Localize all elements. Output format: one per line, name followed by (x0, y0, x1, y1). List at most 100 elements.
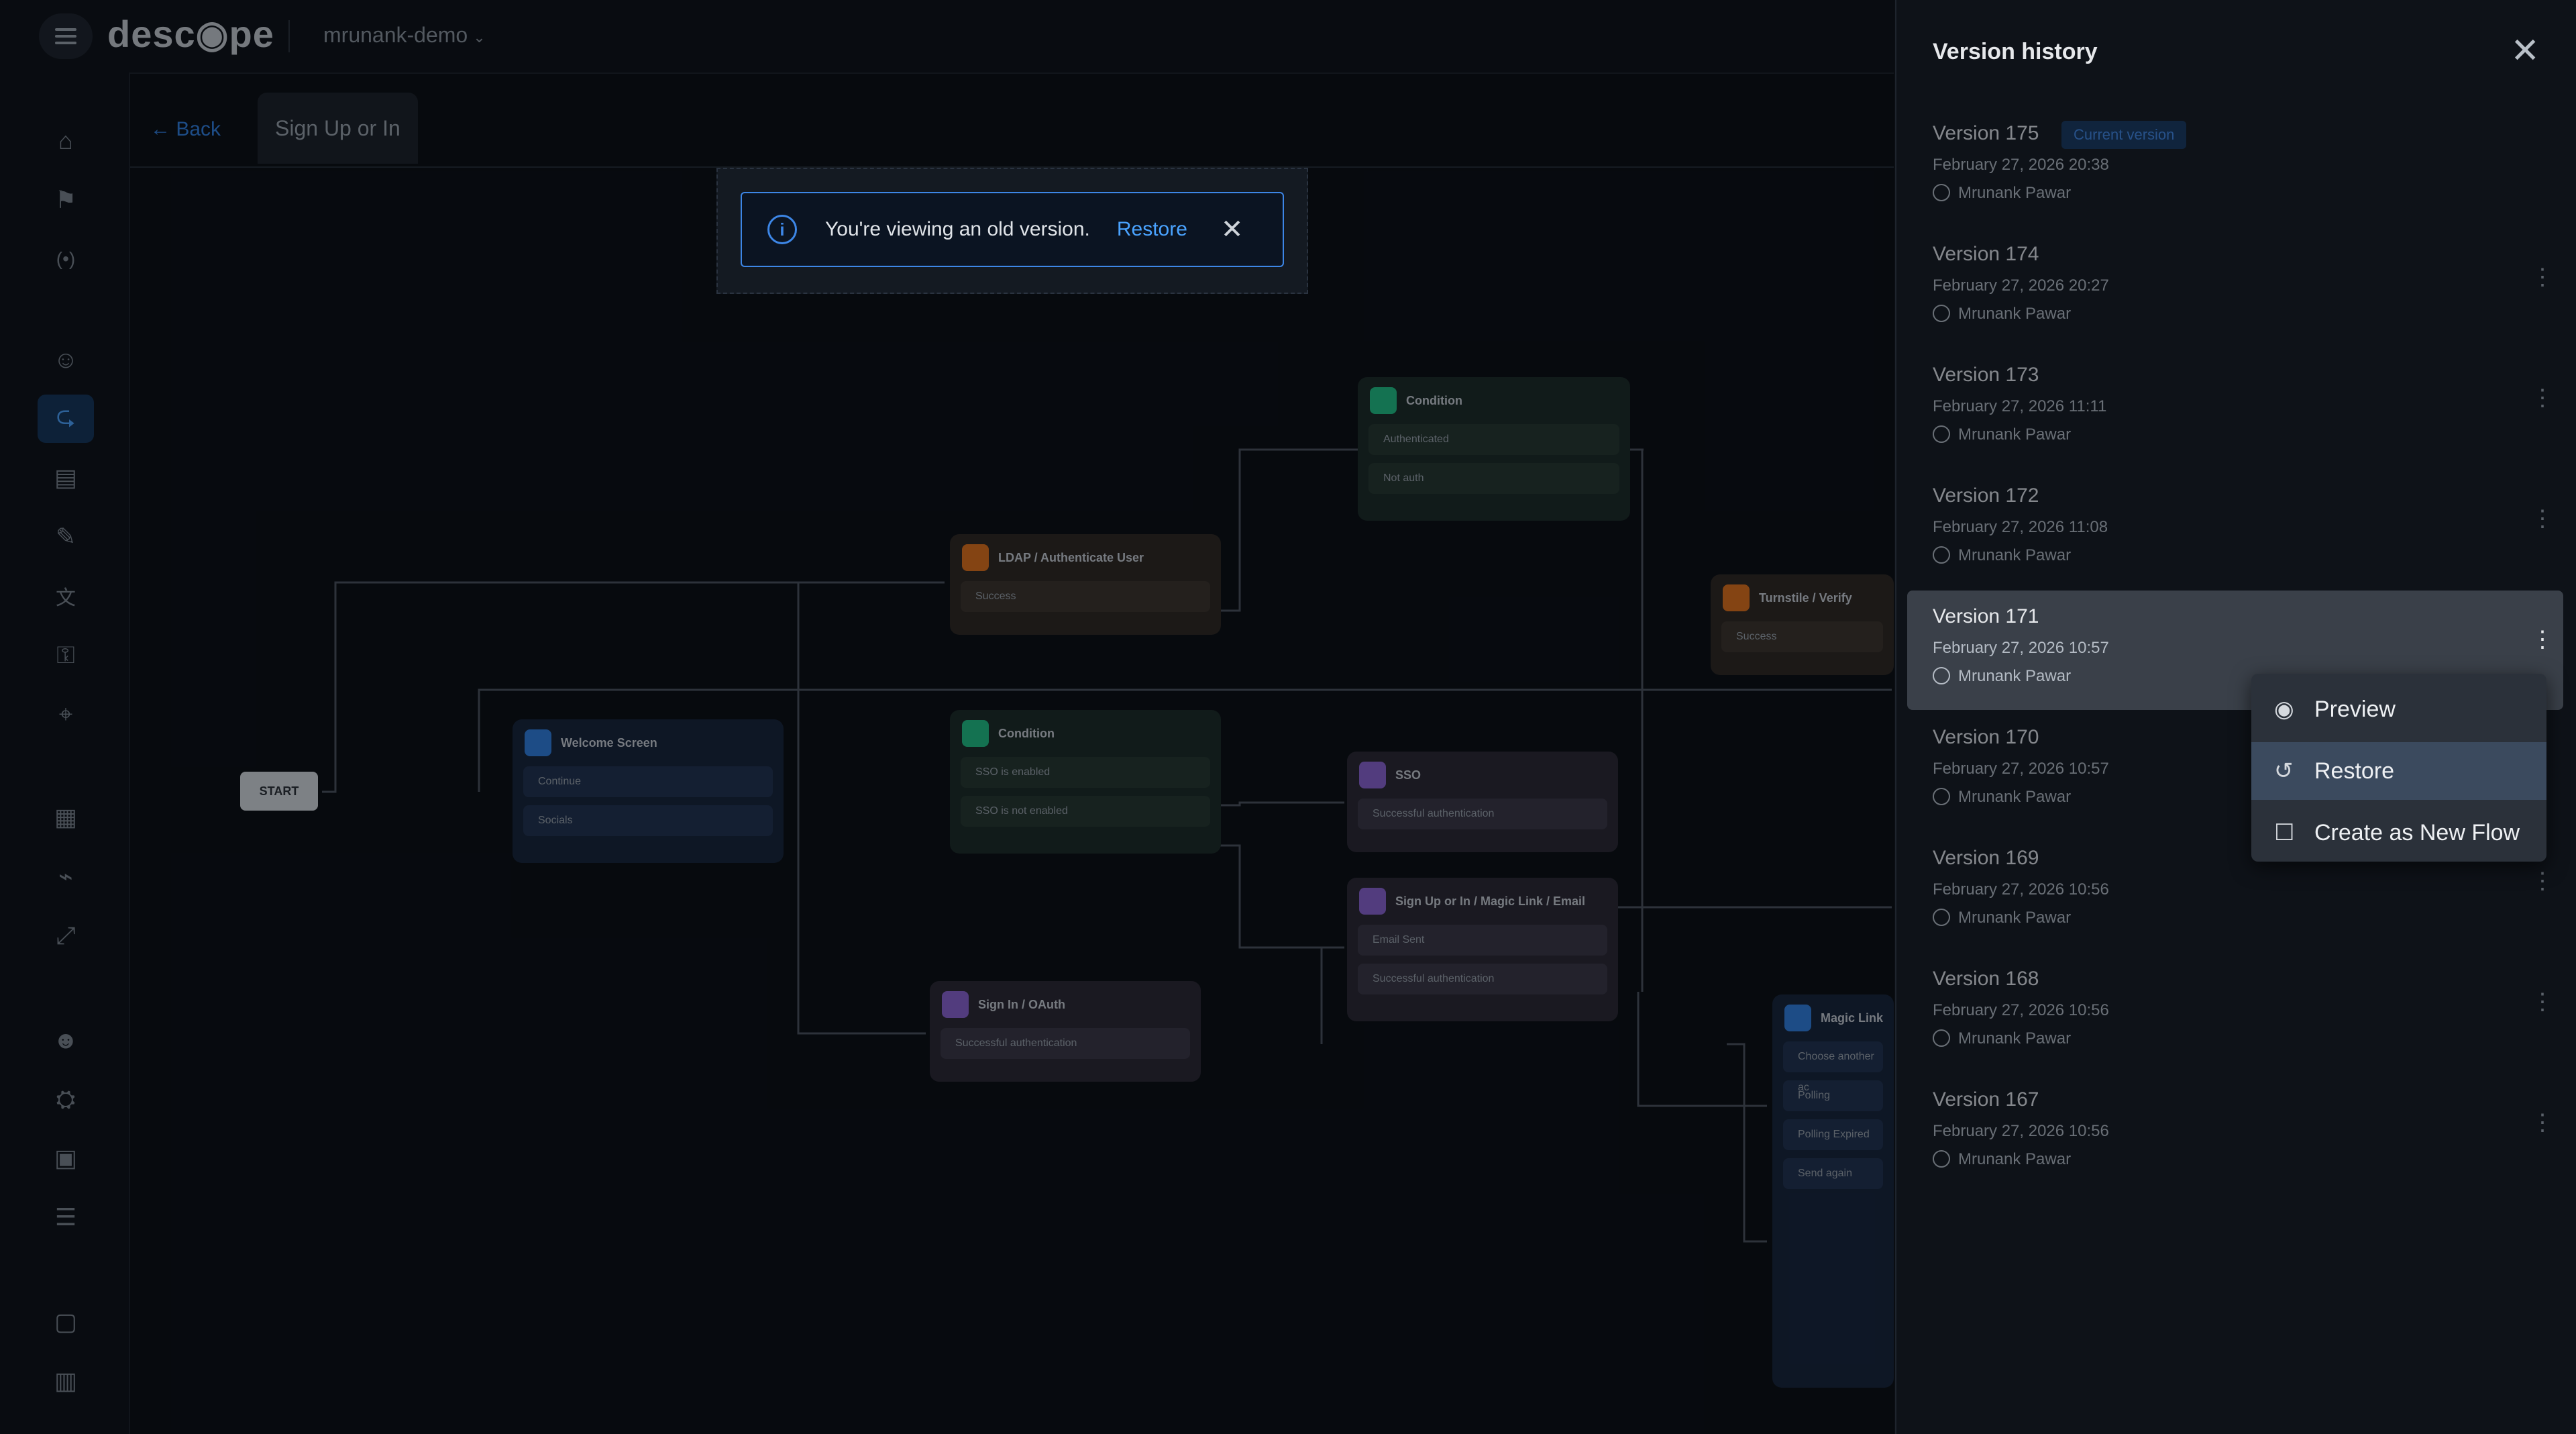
condition-node-auth[interactable]: Condition Authenticated Not auth (1358, 377, 1630, 521)
menu-item-label: Restore (2314, 758, 2395, 784)
user-icon (1933, 184, 1950, 201)
magic-link-node[interactable]: Magic Link Choose another ac Polling Pol… (1772, 994, 1894, 1388)
back-link[interactable]: ← Back (150, 118, 221, 140)
version-item-175[interactable]: Version 175 Current version February 27,… (1907, 107, 2563, 227)
version-date: February 27, 2026 11:08 (1933, 518, 2108, 536)
magic-link-icon (1359, 888, 1386, 915)
lock-icon[interactable]: ⚿ (56, 640, 75, 668)
menu-item-restore[interactable]: ↺ Restore (2251, 742, 2546, 800)
user-icon (1933, 546, 1950, 564)
more-options-icon[interactable]: ⋮ (2531, 989, 2554, 1015)
condition-node-sso[interactable]: Condition SSO is enabled SSO is not enab… (950, 710, 1221, 854)
node-output[interactable]: Authenticated (1368, 424, 1619, 455)
building-icon[interactable]: ▥ (54, 1367, 77, 1394)
node-output[interactable]: Continue (523, 766, 773, 797)
folder-icon[interactable]: ▢ (54, 1308, 77, 1335)
menu-item-preview[interactable]: ◉ Preview (2251, 680, 2546, 738)
node-output[interactable]: Not auth (1368, 463, 1619, 494)
brush-icon[interactable]: ✎ (55, 523, 76, 550)
more-options-icon[interactable]: ⋮ (2531, 385, 2554, 411)
node-output[interactable]: Email Sent (1358, 925, 1607, 956)
more-options-icon[interactable]: ⋮ (2531, 1110, 2554, 1135)
more-options-icon[interactable]: ⋮ (2531, 506, 2554, 531)
version-item-173[interactable]: Version 173 February 27, 2026 11:11 Mrun… (1907, 349, 2563, 468)
list-icon[interactable]: ☰ (54, 1203, 77, 1231)
version-item-170[interactable]: Version 170 February 27, 2026 10:57 Mrun… (1907, 711, 2563, 831)
flow-canvas[interactable]: START Condition Authenticated Not auth L… (130, 168, 1894, 1434)
version-author: Mrunank Pawar (1933, 909, 2071, 927)
start-node[interactable]: START (240, 772, 318, 811)
connector (1213, 448, 1359, 612)
hamburger-menu-icon[interactable] (39, 13, 93, 59)
version-item-172[interactable]: Version 172 February 27, 2026 11:08 Mrun… (1907, 470, 2563, 589)
node-output[interactable]: SSO is not enabled (961, 796, 1210, 827)
old-version-banner: i You're viewing an old version. Restore… (741, 192, 1284, 267)
node-output[interactable]: Successful authentication (941, 1028, 1190, 1059)
project-selector[interactable]: mrunank-demo⌄ (323, 23, 486, 48)
version-date: February 27, 2026 20:27 (1933, 276, 2109, 295)
user-icon (1933, 788, 1950, 805)
node-title: Magic Link (1821, 1011, 1884, 1025)
access-keys-icon[interactable]: ▣ (54, 1144, 77, 1172)
connector-icon[interactable]: ⌖ (58, 699, 73, 727)
restore-file-icon: ↺ (2274, 758, 2294, 784)
node-output[interactable]: Choose another ac (1783, 1041, 1883, 1093)
user-icon (1933, 1150, 1950, 1168)
screen-icon (1784, 1005, 1811, 1031)
user-icon (1933, 305, 1950, 322)
node-output[interactable]: Successful authentication (1358, 799, 1607, 829)
node-output[interactable]: Success (961, 581, 1210, 612)
flag-icon[interactable]: ⚑ (54, 186, 77, 213)
more-options-icon[interactable]: ⋮ (2531, 627, 2554, 652)
condition-icon (1370, 387, 1397, 414)
version-author: Mrunank Pawar (1933, 1150, 2071, 1169)
node-output[interactable]: SSO is enabled (961, 757, 1210, 788)
menu-item-create-new-flow[interactable]: ☐ Create as New Flow (2251, 804, 2546, 862)
screens-icon[interactable]: ▤ (54, 464, 77, 491)
version-item-171[interactable]: Version 171 February 27, 2026 10:57 Mrun… (1907, 591, 2563, 710)
plug-icon[interactable]: ⌁ (58, 862, 73, 890)
home-icon[interactable]: ⌂ (58, 127, 73, 154)
descope-logo[interactable]: desc◉pe (107, 13, 274, 55)
node-output[interactable]: Success (1721, 621, 1883, 652)
node-output[interactable]: Socials (523, 805, 773, 836)
panel-title: Version history (1933, 39, 2098, 64)
version-name: Version 173 (1933, 364, 2039, 386)
ldap-icon (962, 544, 989, 571)
user-icon (1933, 425, 1950, 443)
more-options-icon[interactable]: ⋮ (2531, 868, 2554, 894)
user-key-icon[interactable]: ☺ (53, 346, 78, 373)
broadcast-icon[interactable]: (•) (56, 248, 76, 269)
version-item-174[interactable]: Version 174 February 27, 2026 20:27 Mrun… (1907, 228, 2563, 348)
more-options-icon[interactable]: ⋮ (2531, 264, 2554, 290)
roles-icon[interactable]: ⛭ (56, 1084, 76, 1113)
version-item-169[interactable]: Version 169 February 27, 2026 10:56 Mrun… (1907, 832, 2563, 952)
turnstile-node[interactable]: Turnstile / Verify Success (1711, 574, 1894, 675)
info-icon: i (767, 215, 797, 244)
node-output[interactable]: Polling Expired (1783, 1119, 1883, 1150)
sso-node[interactable]: SSO Successful authentication (1347, 752, 1618, 852)
apps-icon[interactable]: ▦ (54, 803, 77, 831)
users-icon[interactable]: ☻ (53, 1026, 78, 1054)
close-icon[interactable]: ✕ (1220, 215, 1244, 244)
connector (1213, 844, 1344, 949)
close-icon[interactable]: ✕ (2510, 32, 2540, 70)
node-output[interactable]: Send again (1783, 1158, 1883, 1189)
menu-item-label: Create as New Flow (2314, 819, 2520, 846)
magic-link-email-node[interactable]: Sign Up or In / Magic Link / Email Email… (1347, 878, 1618, 1021)
node-output[interactable]: Successful authentication (1358, 964, 1607, 994)
banner-restore-link[interactable]: Restore (1116, 218, 1187, 240)
connector (797, 582, 926, 1035)
flows-icon[interactable]: ⮎ (38, 395, 94, 443)
node-output[interactable]: Polling (1783, 1080, 1883, 1111)
oauth-node[interactable]: Sign In / OAuth Successful authenticatio… (930, 981, 1201, 1082)
chevron-down-icon: ⌄ (473, 29, 486, 46)
version-item-168[interactable]: Version 168 February 27, 2026 10:56 Mrun… (1907, 953, 2563, 1072)
node-title: Sign In / OAuth (978, 997, 1065, 1011)
tab-flow-name[interactable]: Sign Up or In (258, 93, 418, 164)
version-item-167[interactable]: Version 167 February 27, 2026 10:56 Mrun… (1907, 1074, 2563, 1193)
expand-icon[interactable]: ⤢ (56, 921, 76, 949)
translate-icon[interactable]: 文 (56, 587, 76, 609)
ldap-node[interactable]: LDAP / Authenticate User Success (950, 534, 1221, 635)
welcome-screen-node[interactable]: Welcome Screen Continue Socials (513, 719, 784, 863)
